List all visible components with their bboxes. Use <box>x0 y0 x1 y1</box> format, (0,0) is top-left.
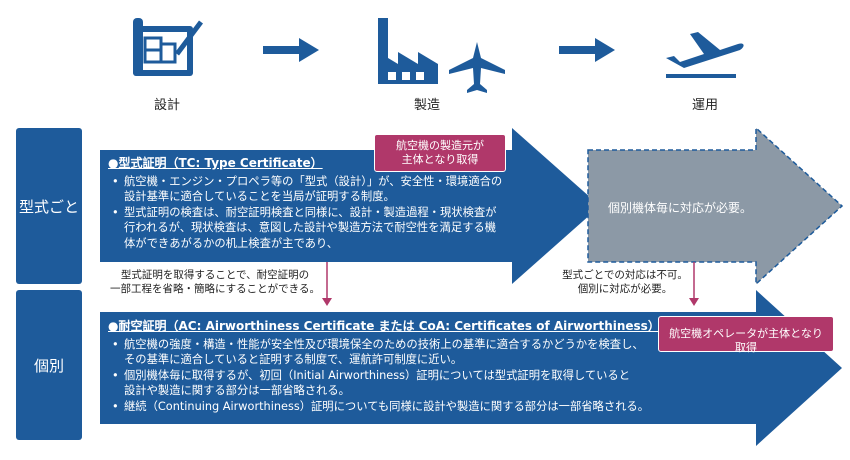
note-left: 型式証明を取得することで、耐空証明の 一部工程を省略・簡略にすることができる。 <box>110 269 320 295</box>
ac-bullet: 航空機の強度・構造・性能が安全性及び環境保全のための技術上の基準に適合するかどう… <box>112 337 768 353</box>
tc-bullet: 型式証明の検査は、耐空証明検査と同様に、設計・製造過程・現状検査が <box>112 205 528 221</box>
right-arrow-icon <box>263 38 319 62</box>
note-right: 型式ごとでの対応は不可。 個別に対応が必要。 <box>562 269 688 295</box>
ac-bullet-cont: その基準に適合していると証明する制度で、運航許可制度に近い。 <box>124 353 463 366</box>
tc-bullet-cont: 設計基準に適合していることを当局が証明する制度。 <box>124 190 395 203</box>
ac-heading: ●耐空証明（AC: Airworthiness Certificate または … <box>108 319 660 333</box>
tc-text-block: ●型式証明（TC: Type Certificate） 航空機・エンジン・プロペ… <box>108 156 528 251</box>
ac-text-block: ●耐空証明（AC: Airworthiness Certificate または … <box>108 319 768 414</box>
tag-operator: 航空機オペレータが主体となり取得 <box>658 316 834 354</box>
airplane-icon <box>449 42 505 93</box>
takeoff-plane-icon <box>666 32 744 78</box>
tc-bullet-cont: 行われるが、現状検査は、意図した設計や製造方法で耐空性を満足する機 <box>124 221 497 234</box>
right-arrow-icon <box>559 38 615 62</box>
stage-design-label: 設計 <box>153 98 180 113</box>
side-label-type: 型式ごと <box>16 128 82 284</box>
tc-heading: ●型式証明（TC: Type Certificate） <box>108 156 323 170</box>
factory-icon <box>378 18 438 84</box>
tc-bullet: 航空機・エンジン・プロペラ等の「型式（設計）」が、安全性・環境適合の <box>112 174 528 190</box>
gray-arrow <box>587 126 844 286</box>
stage-manufacture-label: 製造 <box>413 98 440 113</box>
ac-bullet-cont: 設計や製造に関する部分は一部省略される。 <box>124 384 350 397</box>
tc-bullet-cont: 体ができあがるかの机上検査が主であり、 <box>124 236 339 250</box>
side-label-individual: 個別 <box>16 290 82 440</box>
gray-arrow-text: 個別機体毎に対応が必要。 <box>608 201 753 215</box>
tag-manufacturer: 航空機の製造元が 主体となり取得 <box>374 134 506 172</box>
ac-bullet: 個別機体毎に取得するが、初回（Initial Airworthiness）証明に… <box>112 368 768 384</box>
ac-bullet: 継続（Continuing Airworthiness）証明についても同様に設計… <box>112 399 768 415</box>
stage-operation-label: 運用 <box>691 98 718 113</box>
blueprint-icon <box>133 18 203 76</box>
